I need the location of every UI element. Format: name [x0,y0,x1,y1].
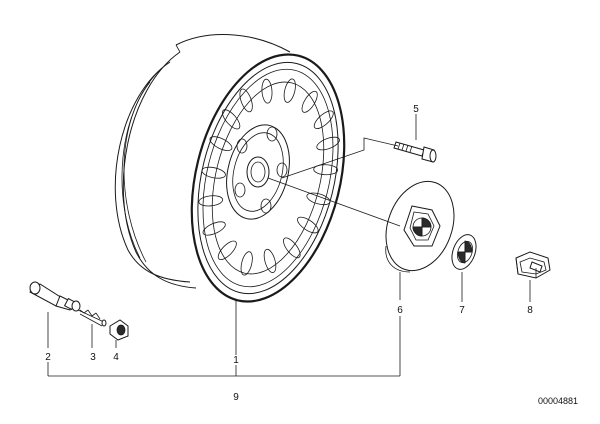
hex-nut[interactable] [515,251,551,279]
center-cover-disc[interactable] [374,172,466,280]
rim-spoke-windows [198,78,340,276]
callout-part-9[interactable]: 9 [233,392,239,403]
wheel-bolt[interactable] [393,141,437,163]
callout-part-8[interactable]: 8 [527,305,533,316]
callout-part-7[interactable]: 7 [459,305,465,316]
callout-part-6[interactable]: 6 [397,305,403,316]
emblem-badge[interactable] [448,231,481,272]
valve-cap[interactable] [109,319,129,341]
callout-part-1[interactable]: 1 [233,355,239,366]
assembly-center-lines [267,137,401,227]
callout-part-2[interactable]: 2 [45,352,51,363]
callout-leader-lines [47,114,531,377]
valve-core[interactable] [77,309,107,327]
wheel-rim[interactable] [114,34,368,318]
callout-part-3[interactable]: 3 [90,352,96,363]
document-number: 00004881 [538,396,578,406]
valve-stem[interactable] [29,281,81,312]
callout-part-4[interactable]: 4 [113,352,119,363]
callout-part-5[interactable]: 5 [413,104,419,115]
